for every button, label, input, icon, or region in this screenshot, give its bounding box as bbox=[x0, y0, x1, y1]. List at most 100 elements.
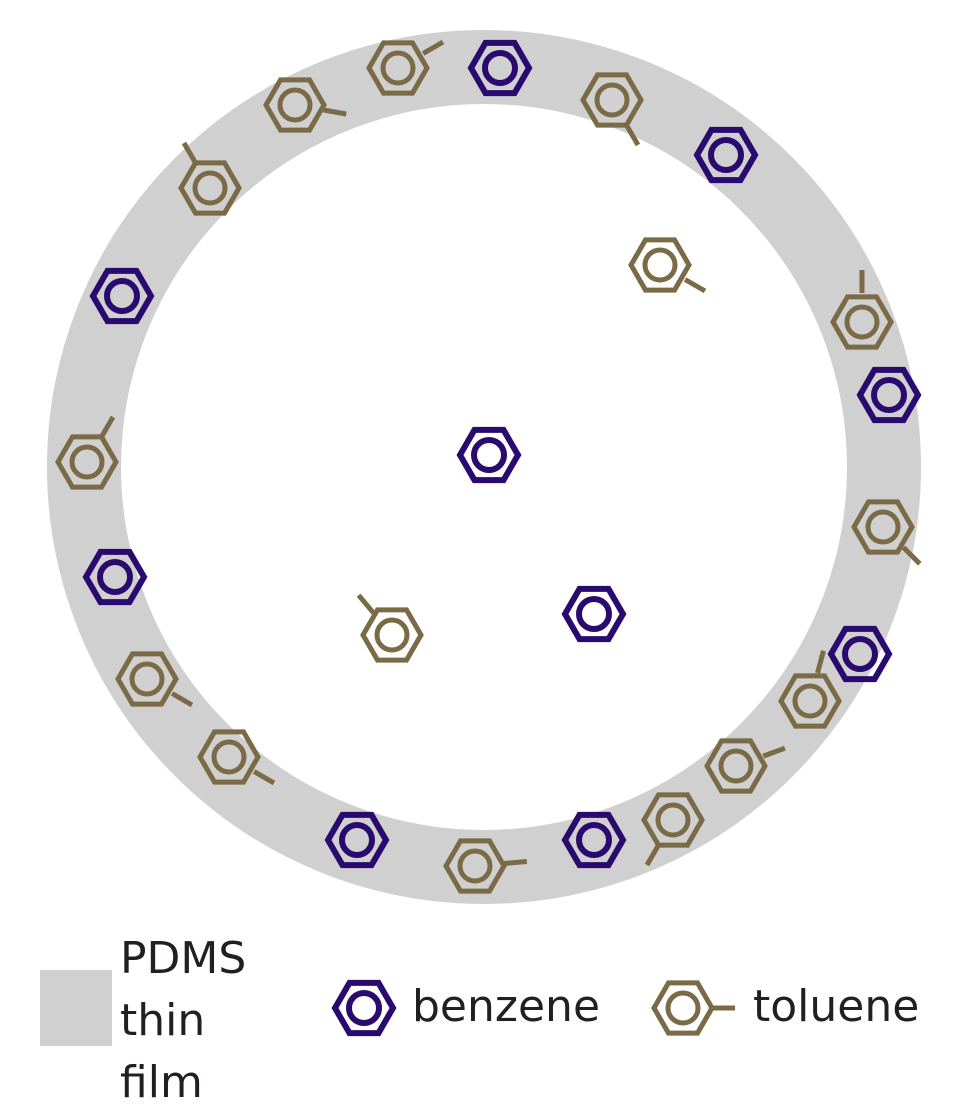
toluene-molecule-icon bbox=[651, 980, 735, 1036]
toluene-inner-ring bbox=[844, 304, 880, 340]
toluene-methyl-group bbox=[421, 39, 445, 56]
benzene-molecule-icon bbox=[82, 548, 148, 606]
benzene-inner-ring bbox=[104, 278, 140, 314]
toluene-inner-ring bbox=[594, 82, 630, 118]
benzene-molecule-icon bbox=[693, 126, 759, 184]
toluene-methyl-group bbox=[252, 769, 276, 786]
benzene-inner-ring bbox=[842, 636, 878, 672]
benzene-hexagon bbox=[467, 39, 533, 97]
toluene-methyl-group bbox=[181, 141, 198, 165]
benzene-inner-ring bbox=[871, 377, 907, 413]
toluene-inner-ring bbox=[865, 509, 901, 545]
toluene-inner-ring bbox=[718, 748, 754, 784]
toluene-molecule-icon bbox=[115, 651, 194, 708]
toluene-methyl-group bbox=[644, 843, 661, 867]
toluene-methyl-group bbox=[356, 593, 376, 615]
toluene-inner-ring bbox=[655, 802, 691, 838]
benzene-inner-ring bbox=[97, 559, 133, 595]
toluene-inner-ring bbox=[380, 50, 416, 86]
benzene-inner-ring bbox=[576, 596, 612, 632]
toluene-inner-ring bbox=[665, 990, 701, 1026]
toluene-inner-ring bbox=[457, 848, 493, 884]
toluene-inner-ring bbox=[192, 170, 228, 206]
toluene-methyl-group bbox=[683, 277, 707, 294]
toluene-molecule-icon bbox=[366, 39, 445, 96]
toluene-molecule-icon bbox=[263, 77, 347, 133]
toluene-molecule-icon bbox=[443, 838, 528, 894]
toluene-hexagon bbox=[704, 738, 768, 794]
benzene-hexagon bbox=[82, 548, 148, 606]
benzene-molecule-icon bbox=[561, 585, 627, 643]
benzene-molecule-icon bbox=[856, 366, 922, 424]
benzene-inner-ring bbox=[346, 990, 382, 1026]
toluene-hexagon bbox=[628, 237, 692, 293]
toluene-hexagon bbox=[851, 499, 915, 555]
benzene-molecule-icon bbox=[456, 426, 522, 484]
benzene-inner-ring bbox=[576, 822, 612, 858]
benzene-hexagon bbox=[331, 979, 397, 1037]
toluene-inner-ring bbox=[642, 247, 678, 283]
pdms-legend-label: PDMS thin film bbox=[120, 928, 280, 1114]
benzene-hexagon bbox=[856, 366, 922, 424]
benzene-hexagon bbox=[827, 625, 893, 683]
toluene-inner-ring bbox=[211, 739, 247, 775]
toluene-hexagon bbox=[830, 294, 894, 350]
benzene-inner-ring bbox=[482, 50, 518, 86]
benzene-molecule-icon bbox=[324, 811, 390, 869]
toluene-methyl-group bbox=[762, 745, 786, 759]
toluene-legend-label: toluene bbox=[753, 981, 920, 1032]
toluene-hexagon bbox=[366, 40, 430, 96]
toluene-hexagon bbox=[115, 651, 179, 707]
toluene-inner-ring bbox=[129, 661, 165, 697]
toluene-methyl-group bbox=[901, 545, 922, 566]
benzene-hexagon bbox=[456, 426, 522, 484]
toluene-molecule-icon bbox=[580, 72, 644, 147]
toluene-hexagon bbox=[641, 792, 705, 848]
benzene-inner-ring bbox=[339, 822, 375, 858]
toluene-hexagon bbox=[443, 838, 507, 894]
toluene-molecule-icon bbox=[197, 729, 276, 786]
toluene-inner-ring bbox=[277, 87, 313, 123]
benzene-molecule-icon bbox=[331, 979, 397, 1037]
toluene-hexagon bbox=[778, 673, 842, 729]
toluene-methyl-group bbox=[323, 107, 347, 117]
toluene-molecule-icon bbox=[830, 270, 894, 350]
toluene-molecule-icon bbox=[851, 499, 922, 566]
toluene-inner-ring bbox=[792, 683, 828, 719]
benzene-inner-ring bbox=[471, 437, 507, 473]
toluene-methyl-group bbox=[624, 123, 641, 147]
benzene-molecule-icon bbox=[89, 267, 155, 325]
toluene-hexagon bbox=[651, 980, 715, 1036]
benzene-legend-label: benzene bbox=[412, 981, 601, 1032]
pdms-legend-line-2: thin bbox=[120, 995, 206, 1046]
toluene-inner-ring bbox=[374, 617, 410, 653]
benzene-hexagon bbox=[693, 126, 759, 184]
toluene-hexagon bbox=[263, 77, 327, 133]
benzene-hexagon bbox=[561, 811, 627, 869]
benzene-molecule-icon bbox=[827, 625, 893, 683]
benzene-hexagon bbox=[561, 585, 627, 643]
toluene-methyl-group bbox=[815, 650, 826, 674]
toluene-hexagon bbox=[360, 607, 424, 663]
toluene-methyl-group bbox=[99, 415, 116, 439]
benzene-molecule-icon bbox=[561, 811, 627, 869]
toluene-molecule-icon bbox=[628, 237, 707, 294]
toluene-molecule-icon bbox=[704, 738, 786, 794]
toluene-hexagon bbox=[197, 729, 261, 785]
pdms-legend-swatch bbox=[40, 970, 112, 1046]
toluene-molecule-icon bbox=[778, 650, 842, 729]
toluene-molecule-icon bbox=[178, 141, 242, 216]
toluene-methyl-group bbox=[503, 859, 528, 866]
benzene-inner-ring bbox=[708, 137, 744, 173]
toluene-hexagon bbox=[178, 160, 242, 216]
benzene-molecule-icon bbox=[467, 39, 533, 97]
toluene-methyl-group bbox=[170, 691, 194, 708]
benzene-hexagon bbox=[324, 811, 390, 869]
toluene-molecule-icon bbox=[55, 415, 119, 490]
pdms-legend-line-1: PDMS bbox=[120, 933, 247, 984]
molecule-layer bbox=[55, 39, 922, 1037]
pdms-legend-line-3: film bbox=[120, 1057, 203, 1108]
toluene-inner-ring bbox=[69, 444, 105, 480]
benzene-hexagon bbox=[89, 267, 155, 325]
